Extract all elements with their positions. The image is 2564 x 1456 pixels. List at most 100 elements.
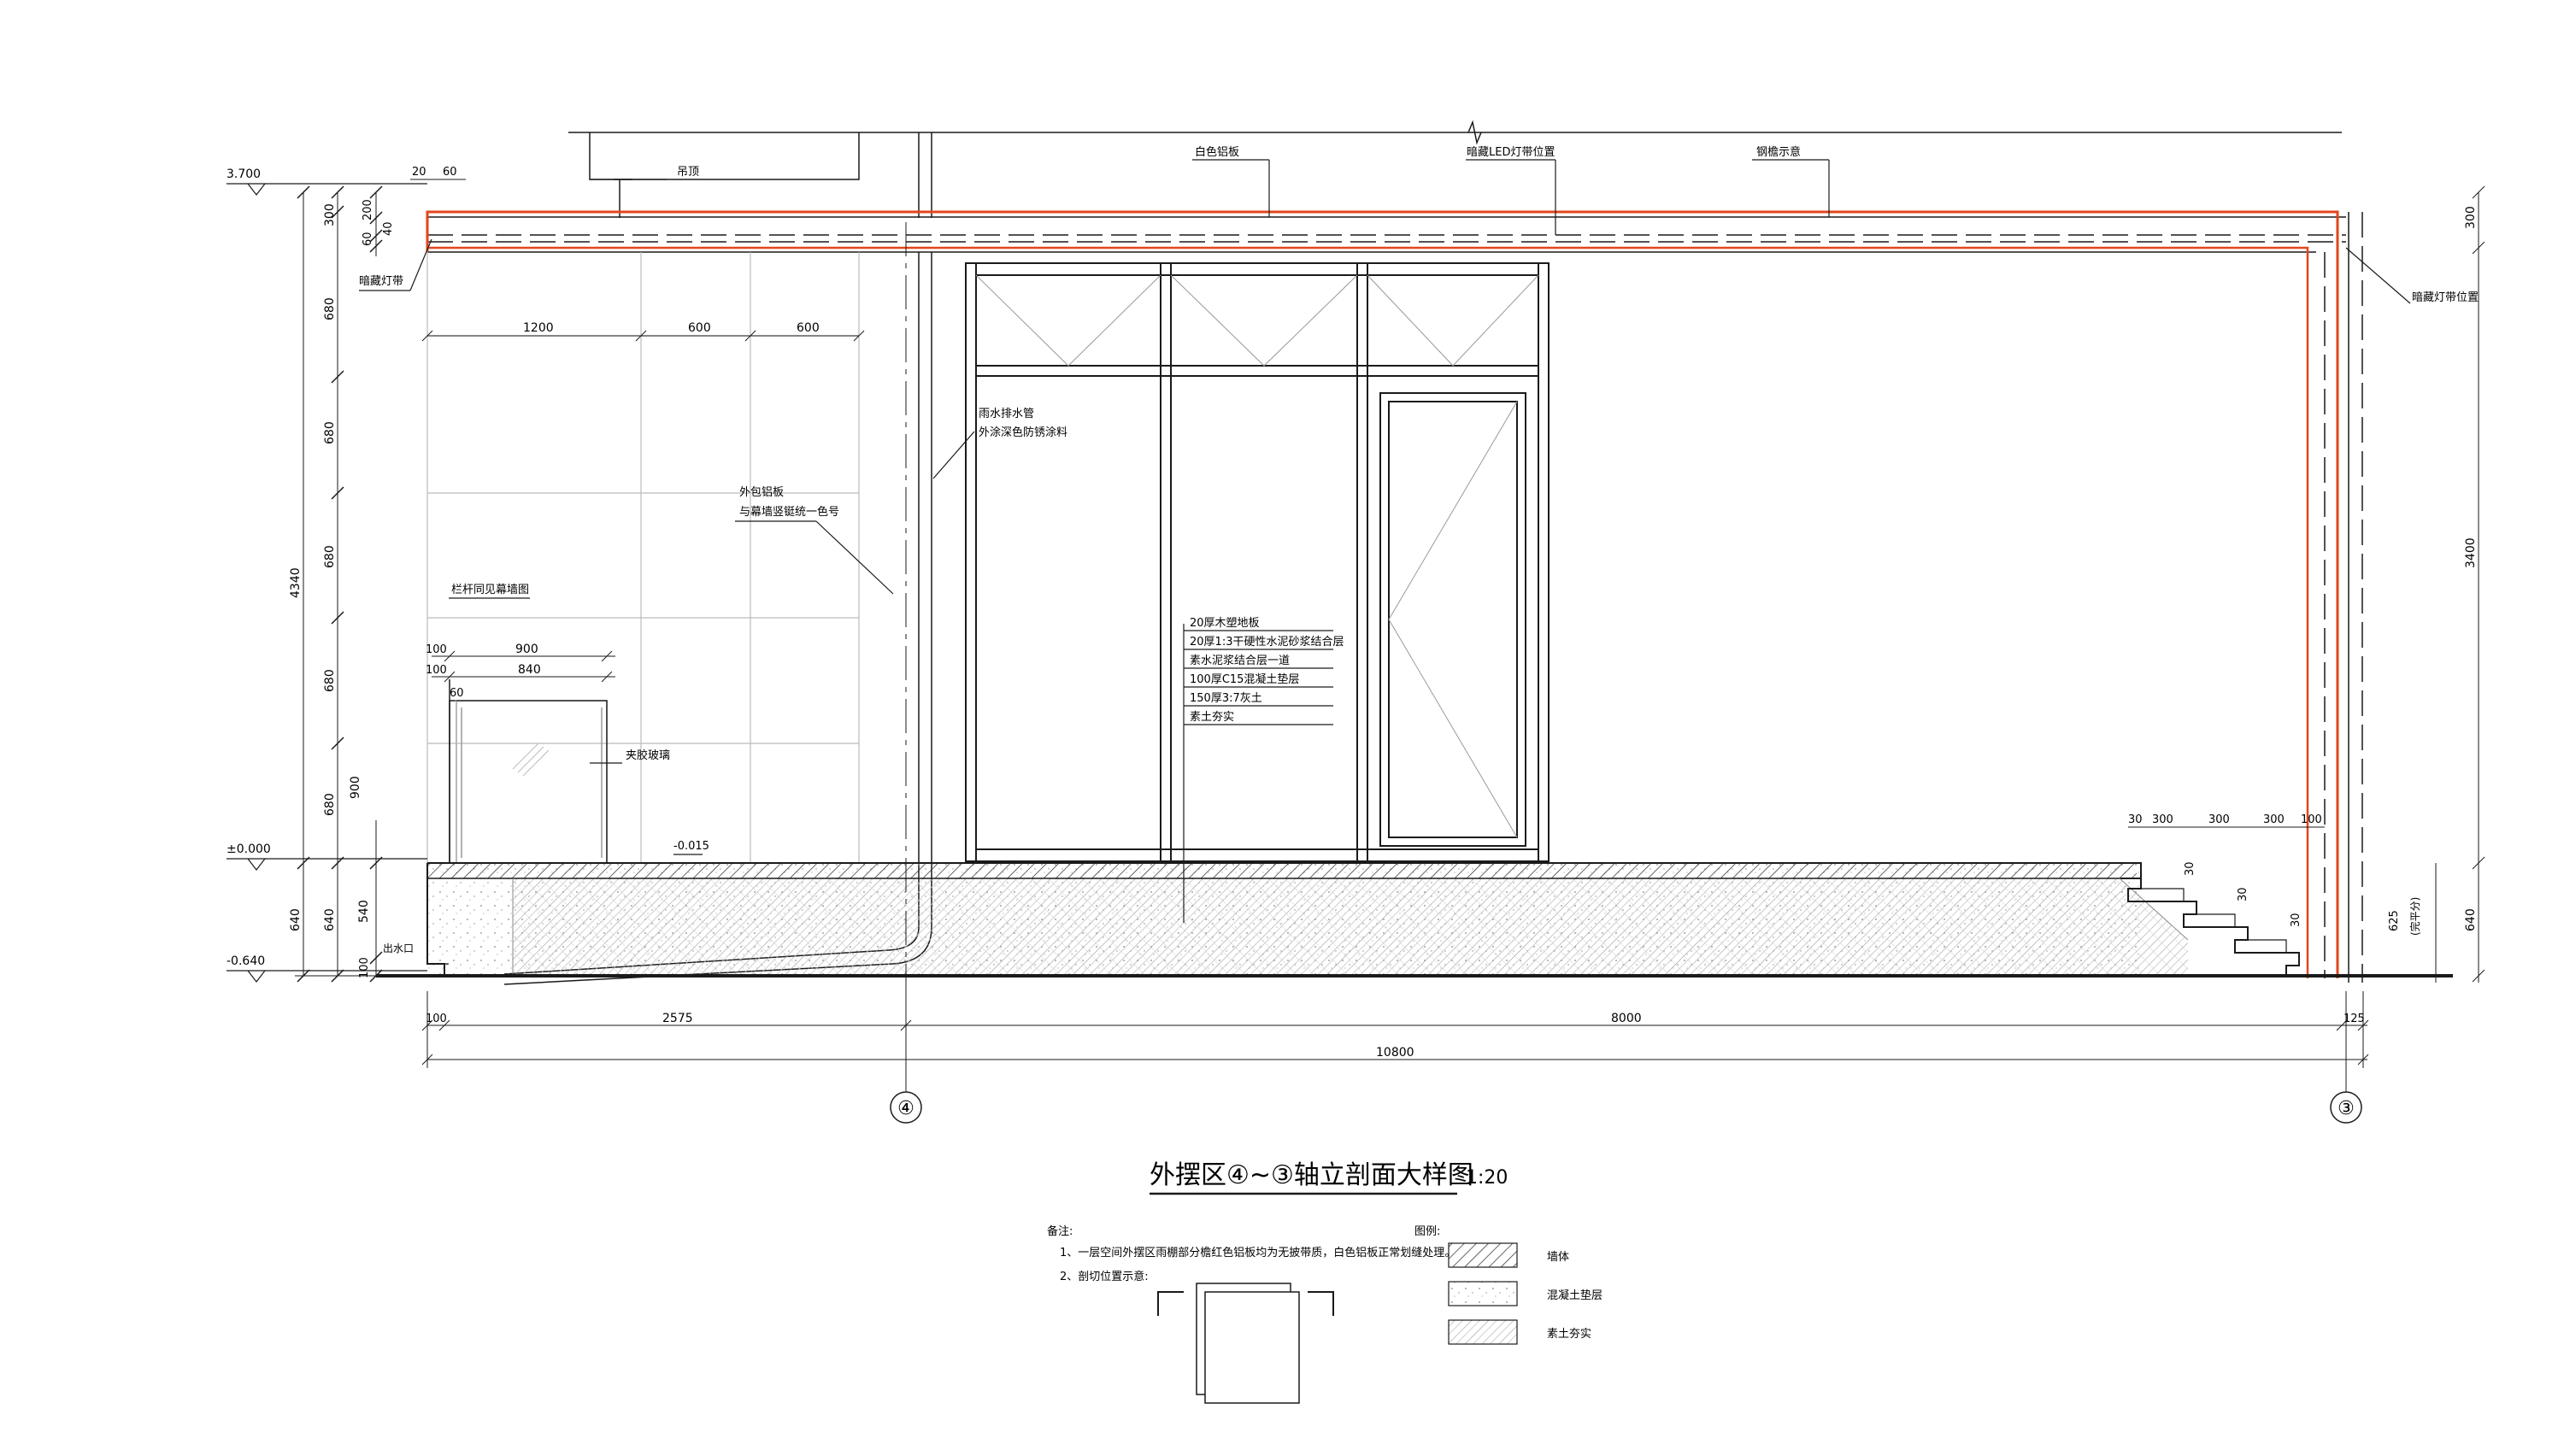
notes-item-1: 1、一层空间外摆区雨棚部分檐红色铝板均为无披带质，白色铝板正常划缝处理。 [1060, 1246, 1455, 1259]
elevation-markers [226, 183, 427, 983]
elevation-0000: ±0.000 [226, 842, 271, 856]
legend-heading: 图例: [1414, 1225, 1440, 1238]
dim-top-60: 60 [443, 166, 457, 179]
axis-label-3: ③ [2338, 1098, 2355, 1119]
dim-rail-60: 60 [450, 687, 464, 700]
floor-section [376, 862, 2453, 978]
right-mark-note: (完平分) [2408, 897, 2421, 936]
label-hidden-strip-right: 暗藏灯带位置 [2412, 291, 2479, 304]
floor-layer-item: 20厚1:3干硬性水泥砂浆结合层 [1190, 636, 1344, 649]
elevation-minus-0640: -0.640 [226, 954, 265, 968]
axis-label-4: ④ [897, 1098, 914, 1119]
dim-bottom-2575: 2575 [662, 1012, 693, 1025]
red-aluminum-panel-outline [426, 210, 2339, 978]
label-railing: 栏杆同见幕墙图 [451, 584, 529, 596]
label-drain-outlet: 出水口 [383, 942, 414, 954]
notes-heading: 备注: [1047, 1224, 1073, 1238]
glass-reflection [512, 743, 550, 777]
dim-left-680-4: 680 [323, 669, 337, 692]
label-white-panel: 白色铝板 [1195, 145, 1239, 159]
dim-left-900: 900 [349, 776, 362, 799]
elevation-3700: 3.700 [226, 167, 261, 181]
label-hidden-led: 暗藏LED灯带位置 [1467, 146, 1555, 159]
break-line-symbol [1467, 120, 1482, 145]
curtain-wall [965, 262, 1550, 862]
dim-right-640: 640 [2464, 908, 2478, 931]
floor-layer-item: 素水泥浆结合层一道 [1190, 655, 1290, 667]
grid-dimension-line [421, 330, 865, 342]
label-level-note: -0.015 [673, 840, 709, 853]
dim-left-680-1: 680 [323, 297, 337, 320]
right-column [2324, 212, 2363, 983]
dim-left-300: 300 [323, 203, 337, 226]
label-drain-pipe-1: 雨水排水管 [979, 408, 1034, 420]
dim-left-540: 540 [357, 900, 371, 923]
floor-layer-item: 素土夯实 [1190, 711, 1234, 724]
dim-bottom-100: 100 [426, 1013, 447, 1025]
dim-grid-1200: 1200 [523, 321, 554, 335]
dim-stair-300-c: 300 [2263, 813, 2285, 826]
dim-left-200: 200 [362, 199, 374, 220]
leader-lines [359, 159, 2411, 965]
dim-stair-30-c: 30 [2237, 887, 2249, 901]
curtain-wall-opening-lines [975, 274, 1539, 838]
legend-label-concrete: 混凝土垫层 [1547, 1289, 1602, 1302]
label-ceiling: 吊顶 [677, 166, 699, 179]
dim-stair-30-a: 30 [2128, 813, 2143, 826]
label-alum-panel-2: 与幕墙竖铤统一色号 [739, 505, 839, 519]
label-drain-pipe-2: 外涂深色防锈涂料 [979, 426, 1067, 439]
floor-layer-list: 20厚木塑地板 20厚1:3干硬性水泥砂浆结合层 素水泥浆结合层一道 100厚C… [1190, 617, 1344, 724]
wall-grid [426, 252, 860, 863]
dim-left-640-a: 640 [323, 908, 337, 931]
axis-lines [905, 222, 2347, 1092]
dim-stair-100: 100 [2301, 813, 2322, 826]
label-laminated-glass: 夹胶玻璃 [626, 749, 670, 762]
label-hidden-strip: 暗藏灯带 [359, 275, 403, 288]
dim-left-4340: 4340 [289, 567, 303, 598]
floor-layer-rows [1184, 630, 1333, 725]
dim-right-300: 300 [2464, 206, 2478, 229]
floor-layer-item: 150厚3:7灰土 [1190, 692, 1262, 705]
dim-rail-840: 840 [518, 663, 541, 677]
dim-stair-300-b: 300 [2208, 813, 2230, 826]
dim-left-680-2: 680 [323, 421, 337, 444]
notes-item-2: 2、剖切位置示意: [1060, 1270, 1149, 1283]
label-gutter: 钢檐示意 [1756, 145, 1801, 159]
legend-label-earth: 素土夯实 [1547, 1328, 1591, 1341]
dim-left-640-b: 640 [289, 908, 303, 931]
dim-grid-600-b: 600 [797, 321, 820, 335]
right-dimension-lines [2435, 185, 2485, 983]
top-structure [568, 132, 2342, 218]
dim-left-40: 40 [382, 221, 395, 236]
axis-bubble-4 [890, 1091, 922, 1124]
dim-grid-600-a: 600 [688, 321, 711, 335]
dim-left-680-5: 680 [323, 793, 337, 816]
dim-top-20: 20 [412, 166, 426, 179]
dim-rail-900: 900 [515, 643, 538, 656]
drawing-title: 外摆区④~③轴立剖面大样图 [1150, 1160, 1473, 1190]
axis-bubble-3 [2330, 1091, 2362, 1124]
legend-swatch-wall [1448, 1242, 1518, 1268]
dim-rail-100-b: 100 [426, 664, 447, 677]
legend-label-wall: 墙体 [1547, 1251, 1569, 1264]
dim-rail-100-a: 100 [426, 643, 447, 656]
canopy-beam [427, 216, 2346, 253]
floor-layer-item: 20厚木塑地板 [1190, 617, 1260, 630]
dim-left-100: 100 [358, 957, 371, 978]
label-alum-panel-1: 外包铝板 [739, 486, 784, 499]
left-dimension-ticks [297, 185, 383, 983]
section-cut-diagram [1157, 1283, 1334, 1404]
drawing-scale: 1:20 [1466, 1167, 1508, 1189]
dim-bottom-10800: 10800 [1376, 1046, 1414, 1060]
bottom-dimension-lines [421, 991, 2369, 1068]
dim-left-680-3: 680 [323, 545, 337, 568]
dim-stair-30-d: 30 [2290, 913, 2302, 927]
dim-stair-30-b: 30 [2184, 861, 2196, 876]
legend-swatch-concrete [1448, 1281, 1518, 1306]
floor-layer-item: 100厚C15混凝土垫层 [1190, 672, 1299, 686]
dim-left-60: 60 [362, 232, 374, 246]
dim-stair-300-a: 300 [2152, 813, 2173, 826]
dim-bottom-8000: 8000 [1611, 1012, 1642, 1025]
left-dimension-lines [295, 192, 427, 977]
